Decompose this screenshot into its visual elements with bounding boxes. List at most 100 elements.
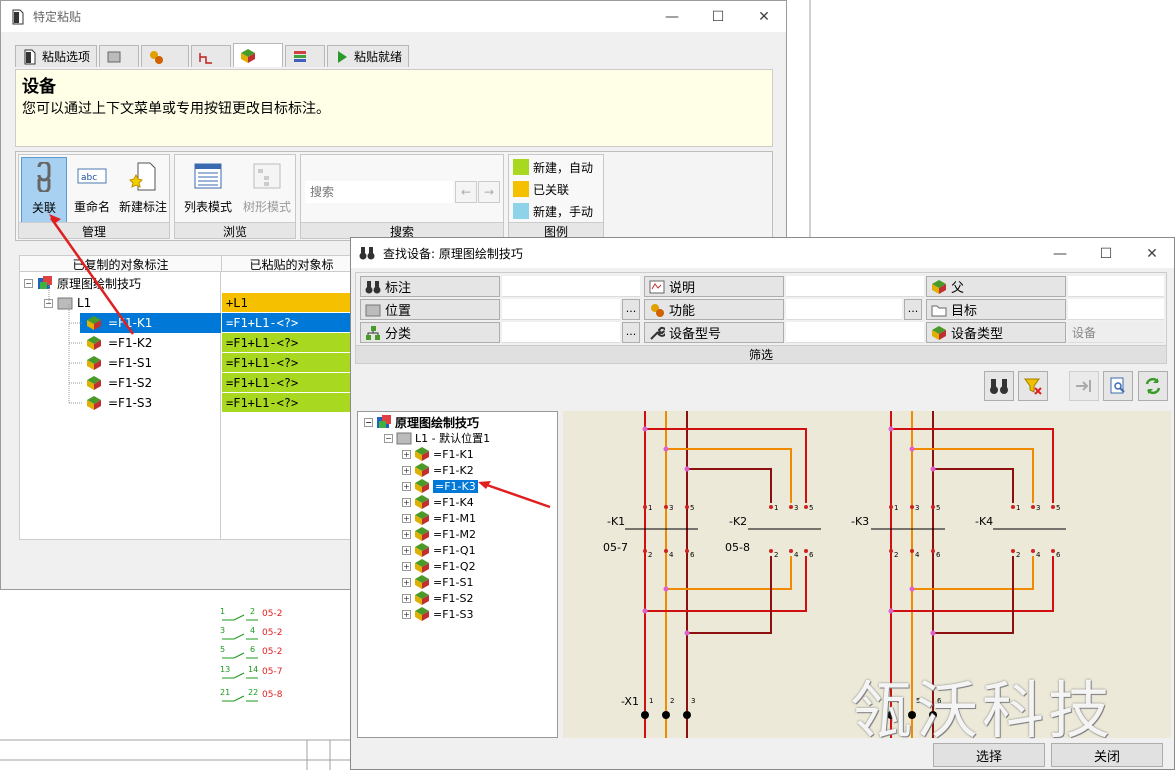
tree-location[interactable]: − L1 - 默认位置1 bbox=[384, 432, 491, 445]
minimize-button[interactable]: — bbox=[665, 8, 679, 25]
collapse-icon[interactable]: − bbox=[364, 417, 373, 427]
device-icon bbox=[415, 511, 429, 525]
tree-item[interactable]: +=F1-Q1 bbox=[402, 542, 476, 558]
pasted-cell[interactable]: =F1+L1-<?> bbox=[222, 333, 362, 352]
filter-desc-value[interactable] bbox=[786, 276, 924, 297]
svg-text:3: 3 bbox=[794, 504, 798, 512]
tree-item[interactable]: +=F1-S1 bbox=[402, 574, 474, 590]
filter-category-value[interactable] bbox=[502, 322, 620, 343]
column-header-copied[interactable]: 已复制的对象标注 bbox=[20, 256, 221, 272]
table-row[interactable]: =F1-S3 bbox=[80, 393, 152, 413]
clear-filter-button[interactable] bbox=[1018, 371, 1048, 401]
maximize-button[interactable]: ☐ bbox=[711, 8, 725, 25]
filter-parent-button[interactable]: 父 bbox=[926, 276, 1066, 297]
expand-icon[interactable]: + bbox=[402, 561, 411, 571]
search-input[interactable] bbox=[305, 181, 453, 203]
filter-tag-button[interactable]: 标注 bbox=[360, 276, 500, 297]
link-button[interactable]: 关联 bbox=[21, 157, 67, 225]
refresh-button[interactable] bbox=[1138, 371, 1168, 401]
tab-connection[interactable] bbox=[191, 45, 232, 67]
function-icon bbox=[150, 50, 164, 64]
expand-icon[interactable]: + bbox=[402, 481, 411, 491]
tree-item[interactable]: +=F1-M2 bbox=[402, 526, 476, 542]
filter-function-browse[interactable]: ... bbox=[904, 299, 922, 320]
filter-target-value[interactable] bbox=[1068, 299, 1164, 320]
pasted-cell[interactable]: =F1+L1-<?> bbox=[222, 373, 362, 392]
filter-category-button[interactable]: 分类 bbox=[360, 322, 500, 343]
pasted-cell[interactable]: =F1+L1-<?> bbox=[222, 313, 362, 332]
expand-icon[interactable]: + bbox=[402, 545, 411, 555]
select-button[interactable]: 选择 bbox=[933, 743, 1045, 767]
close-button[interactable]: ✕ bbox=[758, 8, 770, 25]
tree-item[interactable]: +=F1-Q2 bbox=[402, 558, 476, 574]
collapse-icon[interactable]: − bbox=[24, 278, 33, 288]
preview-button[interactable] bbox=[1103, 371, 1133, 401]
expand-icon[interactable]: + bbox=[402, 609, 411, 619]
filter-clear-icon bbox=[1024, 378, 1042, 395]
filter-desc-button[interactable]: 说明 bbox=[644, 276, 784, 297]
tab-location[interactable] bbox=[99, 45, 140, 67]
filter-function-value[interactable] bbox=[786, 299, 902, 320]
table-row[interactable]: =F1-K1 bbox=[80, 313, 221, 333]
filter-dtype-button[interactable]: 设备类型 bbox=[926, 322, 1066, 343]
filter-model-value[interactable] bbox=[786, 322, 924, 343]
expand-icon[interactable]: + bbox=[402, 529, 411, 539]
filter-target-button[interactable]: 目标 bbox=[926, 299, 1066, 320]
tab-list[interactable] bbox=[285, 45, 326, 67]
tree-item[interactable]: +=F1-S3 bbox=[402, 606, 474, 622]
maximize-button[interactable]: ☐ bbox=[1099, 245, 1113, 262]
filter-location-browse[interactable]: ... bbox=[622, 299, 640, 320]
svg-text:1: 1 bbox=[649, 697, 653, 705]
filter-tag-value[interactable] bbox=[502, 276, 640, 297]
tree-root[interactable]: − 原理图绘制技巧 bbox=[24, 276, 142, 291]
device-icon bbox=[415, 463, 429, 477]
close-dialog-button[interactable]: 关闭 bbox=[1051, 743, 1163, 767]
tab-devices[interactable] bbox=[233, 43, 284, 67]
expand-icon[interactable]: + bbox=[402, 465, 411, 475]
tree-item[interactable]: +=F1-K1 bbox=[402, 446, 474, 462]
search-prev-button[interactable]: ← bbox=[455, 181, 477, 203]
filter-function-button[interactable]: 功能 bbox=[644, 299, 784, 320]
tree-item[interactable]: +=F1-K3 bbox=[402, 478, 478, 494]
assign-button[interactable] bbox=[1069, 371, 1099, 401]
connection-icon bbox=[199, 52, 213, 64]
tree-item[interactable]: +=F1-M1 bbox=[402, 510, 476, 526]
tree-item[interactable]: +=F1-K2 bbox=[402, 462, 474, 478]
filter-parent-value[interactable] bbox=[1068, 276, 1164, 297]
expand-icon[interactable]: + bbox=[402, 497, 411, 507]
expand-icon[interactable]: + bbox=[402, 513, 411, 523]
column-header-pasted[interactable]: 已粘贴的对象标 bbox=[221, 256, 361, 272]
expand-icon[interactable]: + bbox=[402, 593, 411, 603]
collapse-icon[interactable]: − bbox=[384, 433, 393, 443]
tab-paste-ready[interactable]: 粘贴就绪 bbox=[327, 45, 410, 67]
location-value[interactable]: +L1 bbox=[222, 293, 362, 312]
minimize-button[interactable]: — bbox=[1053, 245, 1067, 262]
manage-group: 关联 abc 重命名 新建标注 管理 bbox=[18, 154, 170, 239]
tree-mode-button[interactable]: 树形模式 bbox=[237, 157, 297, 215]
table-row[interactable]: =F1-K2 bbox=[80, 333, 152, 353]
table-row[interactable]: =F1-S1 bbox=[80, 353, 152, 373]
svg-text:abc: abc bbox=[81, 173, 97, 183]
filter-location-value[interactable] bbox=[502, 299, 620, 320]
pasted-cell[interactable]: =F1+L1-<?> bbox=[222, 393, 362, 412]
rename-button[interactable]: abc 重命名 bbox=[69, 157, 115, 215]
tree-root[interactable]: − 原理图绘制技巧 bbox=[364, 415, 480, 430]
table-row[interactable]: =F1-S2 bbox=[80, 373, 152, 393]
expand-icon[interactable]: + bbox=[402, 577, 411, 587]
filter-model-button[interactable]: 设备型号 bbox=[644, 322, 784, 343]
tree-item[interactable]: +=F1-K4 bbox=[402, 494, 474, 510]
pasted-cell[interactable]: =F1+L1-<?> bbox=[222, 353, 362, 372]
tab-function[interactable] bbox=[141, 45, 190, 67]
location-icon bbox=[107, 51, 121, 62]
tree-item[interactable]: +=F1-S2 bbox=[402, 590, 474, 606]
filter-category-browse[interactable]: ... bbox=[622, 322, 640, 343]
filter-dtype-value[interactable]: 设备 bbox=[1068, 322, 1164, 343]
list-mode-button[interactable]: 列表模式 bbox=[177, 157, 239, 215]
find-button[interactable] bbox=[984, 371, 1014, 401]
expand-icon[interactable]: + bbox=[402, 449, 411, 459]
new-tag-button[interactable]: 新建标注 bbox=[115, 157, 171, 215]
search-next-button[interactable]: → bbox=[478, 181, 500, 203]
filter-location-button[interactable]: 位置 bbox=[360, 299, 500, 320]
close-button[interactable]: ✕ bbox=[1146, 245, 1158, 262]
tab-paste-options[interactable]: 粘贴选项 bbox=[15, 45, 98, 67]
